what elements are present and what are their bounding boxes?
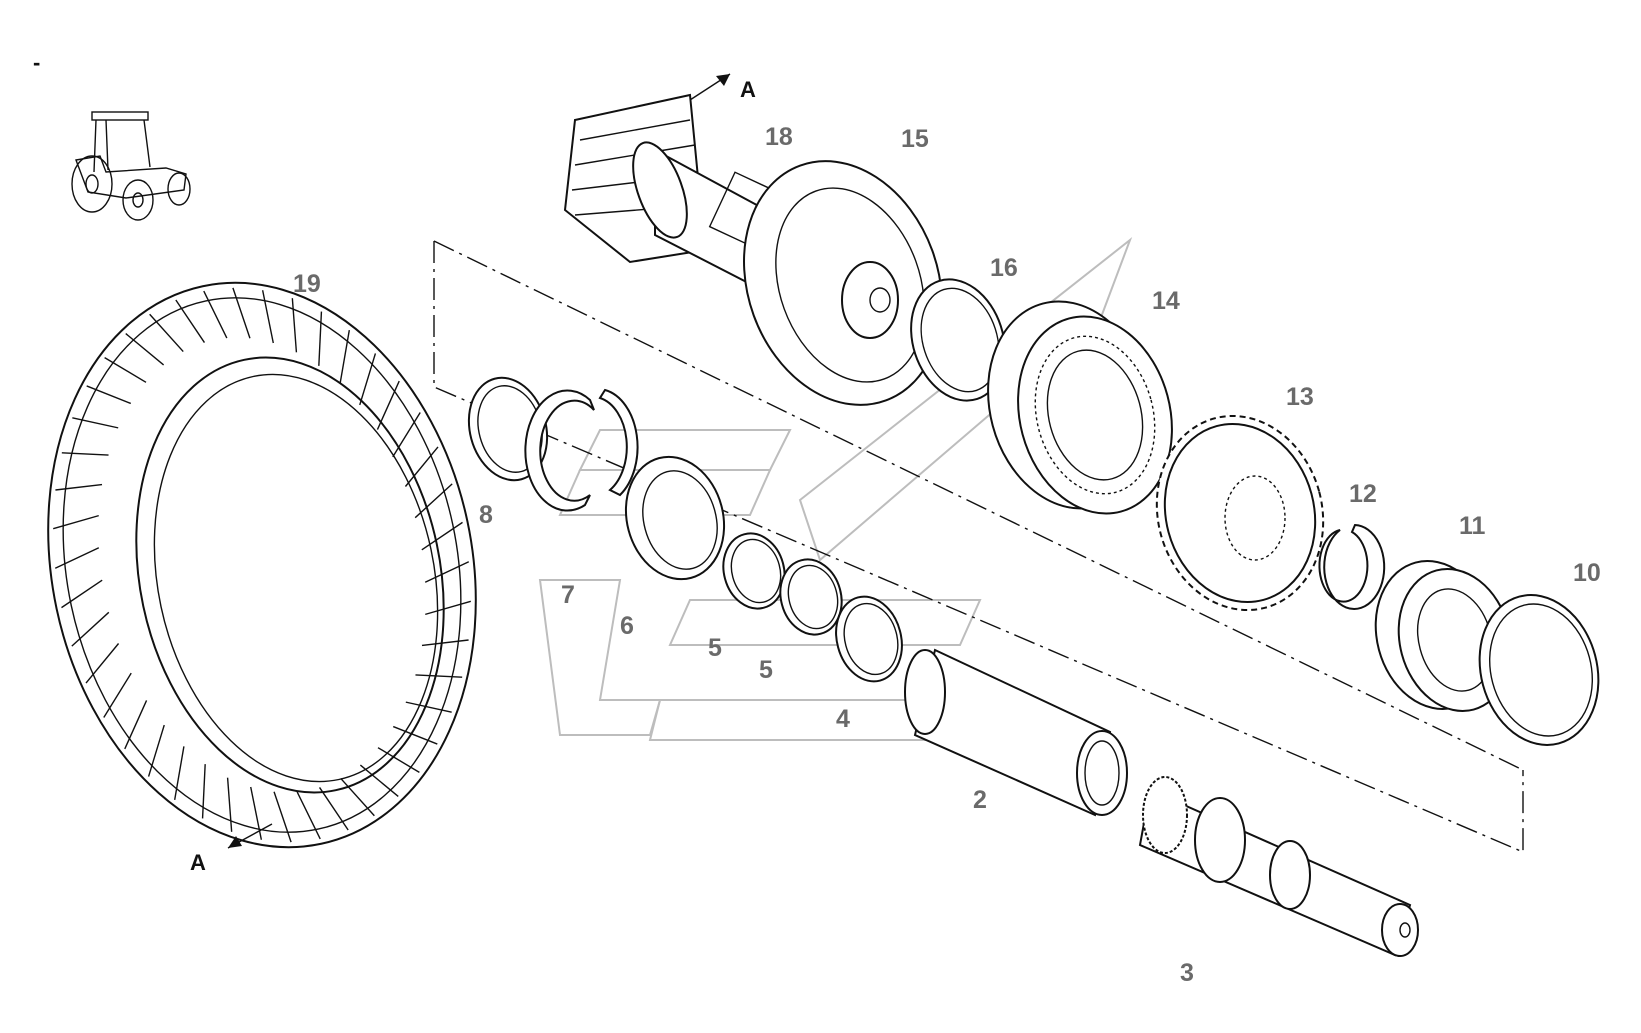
bearing-14 [987,300,1173,515]
callout-16: 16 [990,254,1018,282]
gear-tooth [405,701,452,713]
gear-tooth [86,385,132,405]
callout-2: 2 [973,786,987,814]
gear-tooth [291,298,298,353]
gear-tooth [72,417,119,429]
gear-tooth [359,353,377,406]
gear-tooth [421,639,469,647]
gear-tooth [424,561,470,583]
split-ring-7 [524,388,639,512]
snap-ring-12 [1318,523,1386,610]
callout-14: 14 [1152,287,1180,315]
gear-tooth [421,521,463,551]
gear-13 [1155,414,1325,612]
gear-tooth [318,787,349,831]
gear-tooth [125,333,165,366]
gear-tooth [377,747,420,773]
callout-6: 6 [620,612,634,640]
callout-15: 15 [901,125,929,153]
gear-tooth [339,329,351,384]
callout-19: 19 [293,270,321,298]
section-arrow-top [689,73,731,101]
callout-12: 12 [1349,480,1377,508]
gear-tooth [71,611,110,647]
gear-tooth [104,357,147,383]
callout-18: 18 [765,123,793,151]
section-marker-bottom: A [190,850,206,875]
gear-tooth [340,777,375,817]
gear-tooth [203,290,228,339]
gear-tooth [226,777,233,832]
gear-tooth [147,724,165,777]
section-marker-top: A [740,77,756,102]
gear-tooth [124,700,148,750]
gear-tooth [201,764,206,819]
gear-tooth [376,380,400,430]
gear-tooth [414,483,453,519]
callout-5b: 5 [759,656,773,684]
circlip-5b [779,558,843,636]
gear-tooth [55,483,103,491]
ring-6 [624,455,726,581]
gear-tooth [85,643,120,684]
gear-tooth [232,287,251,339]
bearing-11 [1374,560,1513,712]
gear-tooth [54,547,100,569]
callout-11: 11 [1459,512,1486,540]
gear-tooth [404,446,439,487]
corner-mark: - [33,50,40,75]
gear-tooth [296,791,321,840]
callout-4: 4 [836,705,850,733]
gear-tooth [61,579,103,609]
ring-gear-19 [47,281,477,849]
ring-4 [835,595,903,683]
callout-5a: 5 [708,634,722,662]
ring-10 [1478,594,1600,746]
gear-tooth [53,514,99,530]
gear-tooth [61,452,109,456]
gear-tooth [175,299,206,343]
tractor-icon [71,111,191,221]
gear-tooth [149,313,184,353]
circlip-5a [722,532,786,610]
callout-10: 10 [1573,559,1601,587]
gear-tooth [173,746,185,801]
ring-16 [910,278,1006,402]
shim-disc-15 [743,160,943,406]
callout-13: 13 [1286,383,1314,411]
gear-tooth [392,412,421,458]
gear-tooth [261,290,274,344]
callout-3: 3 [1180,959,1194,987]
gear-tooth [359,764,399,797]
callout-7: 7 [561,581,575,609]
callout-8: 8 [479,501,493,529]
shaft-3 [1138,776,1419,957]
gear-tooth [273,791,292,843]
gear-tooth [415,674,463,678]
gear-tooth [392,725,438,745]
section-arrow-bottom [227,823,273,849]
sleeve-2 [904,648,1128,817]
gear-tooth [425,600,471,616]
gear-tooth [103,672,132,718]
gear-tooth [318,311,323,366]
